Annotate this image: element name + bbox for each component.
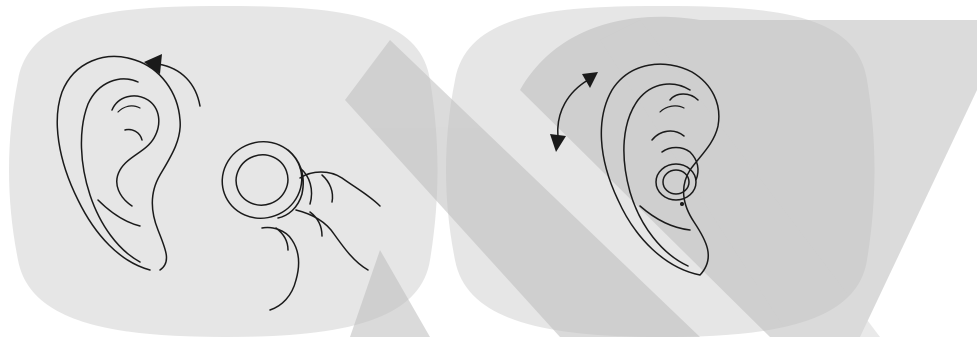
illustration-canvas: [0, 0, 977, 337]
earbud-fit-illustration: [0, 0, 977, 337]
